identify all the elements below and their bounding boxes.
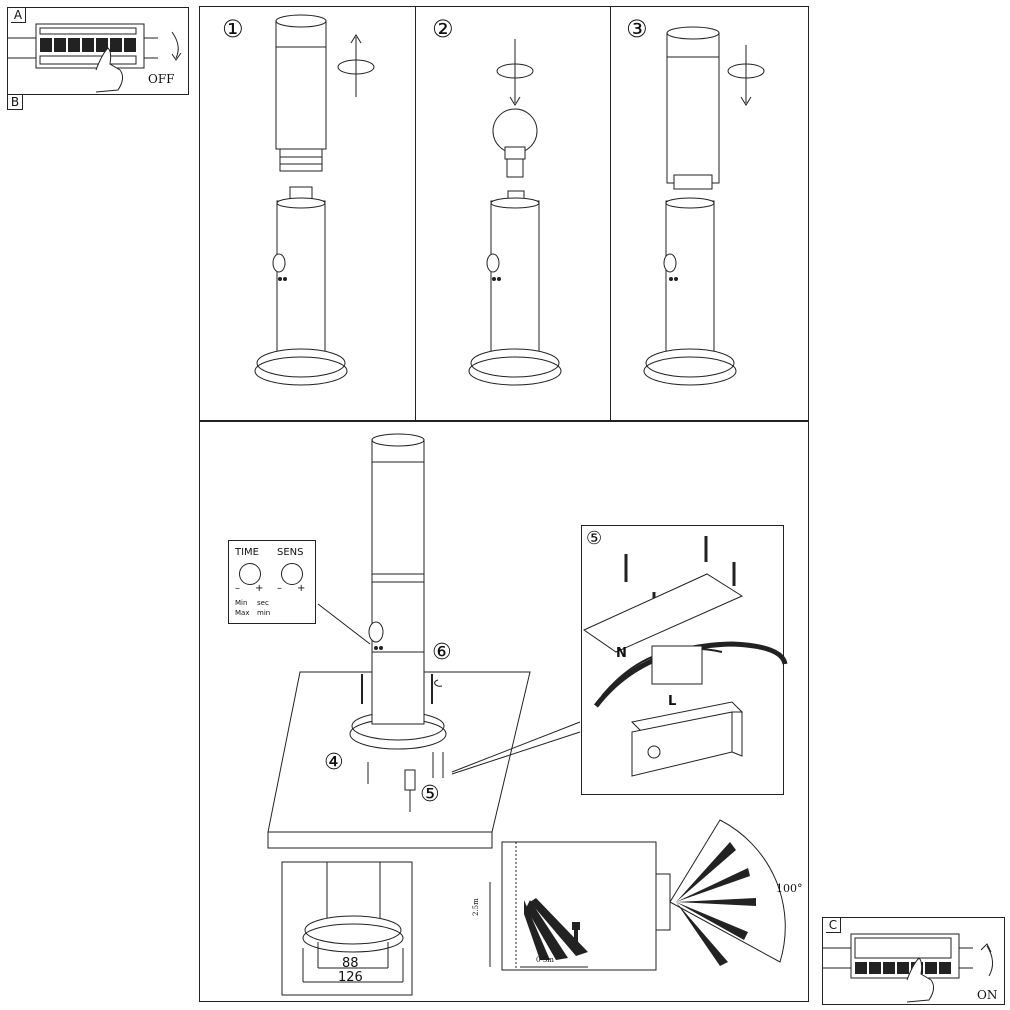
panel-c-label: C [826,918,841,933]
min2-label: min [257,609,271,617]
wiring-detail-callout: ⑤ N L [581,525,788,795]
panel-a-switch-off: A OFF [7,7,189,95]
neutral-label: N [616,646,627,661]
time-plus: + [255,583,264,594]
step-5-wiring-number: ⑤ [586,528,603,549]
detection-height: 2.5m [472,898,480,916]
steps-frame: ① ② ③ [199,6,809,422]
detection-angle: 100° [776,882,803,895]
live-label: L [668,694,677,709]
dimension-outer: 126 [338,970,363,985]
installation-illustration [267,433,786,996]
sens-minus: – [277,583,282,594]
step-3-illustration [643,26,765,386]
time-dial-icon [239,563,261,585]
step-1-number: ① [222,15,244,43]
panel-c-switch-on: C ON [822,917,1005,1005]
step-6-number: ⑥ [432,640,452,665]
breaker-off-illustration [8,23,182,93]
time-label: TIME [235,547,260,558]
sens-plus: + [297,583,306,594]
min-label: Min [235,599,248,607]
control-panel-callout: TIME SENS – + – + Min sec Max min [228,540,316,624]
panel-a-label: A [11,8,26,23]
sens-dial-icon [281,563,303,585]
step-2-number: ② [432,15,454,43]
sec-label: sec [257,599,269,607]
sens-label: SENS [277,547,304,558]
off-label: OFF [148,72,175,86]
step-4-number: ④ [324,750,344,775]
installation-frame: ④ ⑤ ⑥ TIME SENS – + – + Min sec Max min [199,421,809,1002]
breaker-on-illustration [823,933,993,1003]
time-minus: – [235,583,240,594]
panel-b-label: B [7,95,23,110]
step-2-illustration [468,39,562,386]
detection-range: 0-5m [536,956,554,964]
step-3-number: ③ [626,15,648,43]
step-5-number: ⑤ [420,782,440,807]
on-label: ON [977,988,998,1002]
junction-box-illustration [582,536,788,777]
dimension-inner: 88 [342,956,359,971]
step-1-illustration [254,14,375,386]
max-label: Max [235,609,250,617]
